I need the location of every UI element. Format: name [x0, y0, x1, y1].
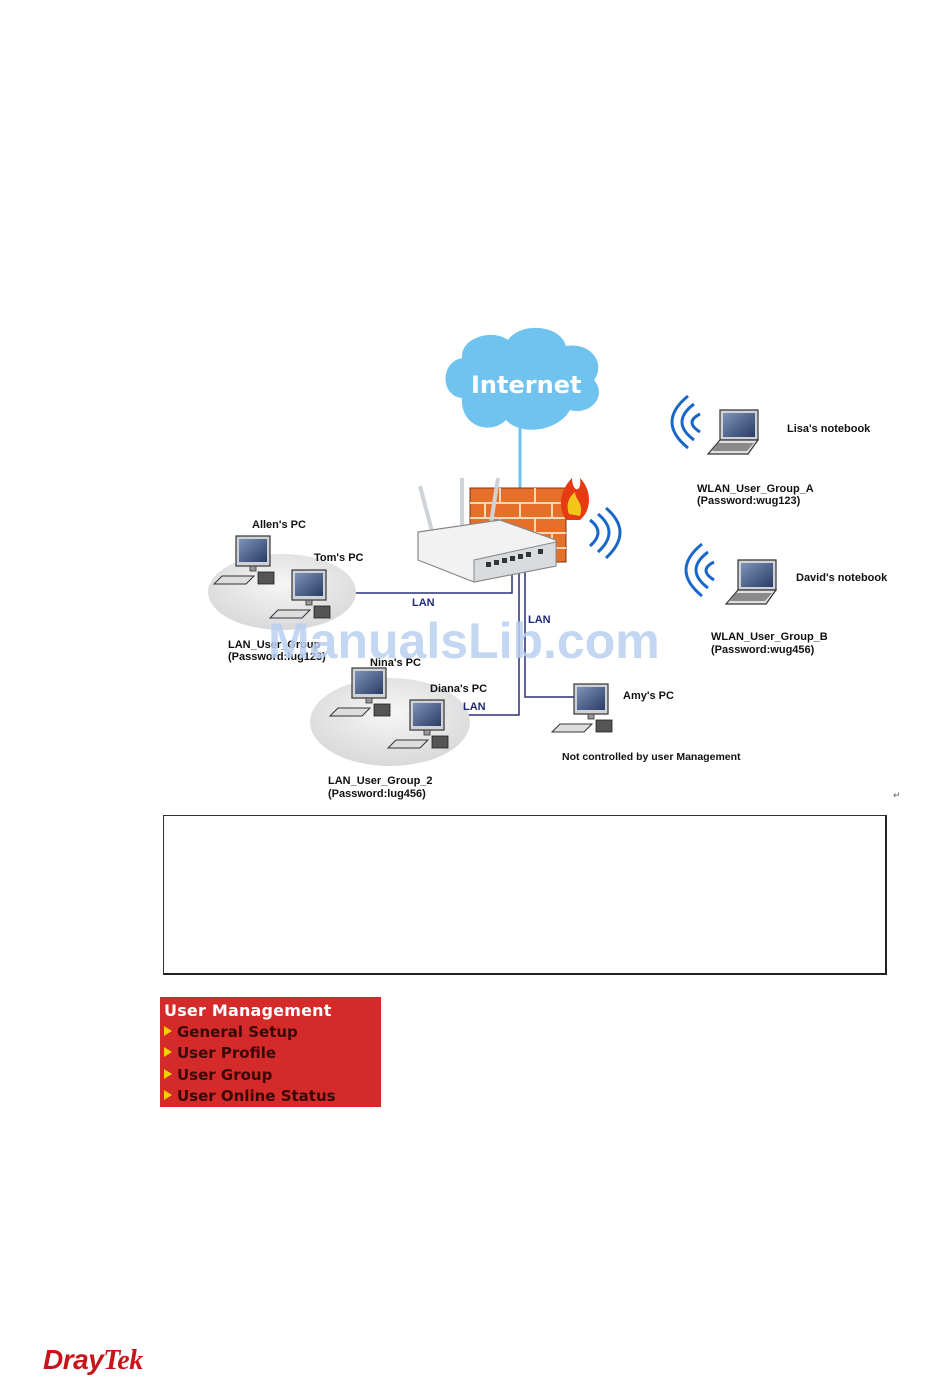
arrow-right-icon: [164, 1047, 172, 1057]
wlan-group-b-name: WLAN_User_Group_B: [711, 631, 828, 643]
internet-cloud: Internet: [445, 327, 599, 560]
wifi-waves: [588, 394, 715, 598]
amy-pc-label: Amy's PC: [623, 690, 674, 702]
lan-label-3: LAN: [463, 701, 486, 713]
lan-group-1-name: LAN_User_Group: [228, 639, 321, 651]
return-mark: ↵: [893, 791, 901, 801]
david-notebook-icon: [725, 559, 777, 605]
menu-item-user-profile[interactable]: User Profile: [164, 1044, 276, 1064]
menu-title: User Management: [164, 1001, 332, 1020]
arrow-right-icon: [164, 1069, 172, 1079]
tom-pc-label: Tom's PC: [314, 552, 364, 564]
nina-pc-label: Nina's PC: [370, 657, 421, 669]
david-notebook-label: David's notebook: [796, 572, 888, 584]
arrow-right-icon: [164, 1026, 172, 1036]
menu-item-user-group[interactable]: User Group: [164, 1066, 272, 1086]
arrow-right-icon: [164, 1090, 172, 1100]
lan-group-1-password: (Password:lug123): [228, 651, 326, 663]
lan-label-2: LAN: [528, 614, 551, 626]
wlan-group-a-password: (Password:wug123): [697, 495, 801, 507]
allen-pc-icon: [213, 535, 275, 585]
diana-pc-label: Diana's PC: [430, 683, 487, 695]
amy-pc-icon: [551, 683, 613, 733]
router-icon: [417, 477, 557, 583]
wlan-group-a-name: WLAN_User_Group_A: [697, 483, 814, 495]
user-management-menu: User Management General Setup User Profi…: [160, 997, 381, 1107]
network-diagram: Internet: [208, 327, 901, 801]
lan-label-1: LAN: [412, 597, 435, 609]
lan-group-2-password: (Password:lug456): [328, 788, 426, 800]
draytek-logo: DrayTek: [43, 1344, 143, 1376]
lisa-notebook-icon: [707, 409, 759, 455]
not-controlled-label: Not controlled by user Management: [562, 751, 741, 763]
menu-item-general-setup[interactable]: General Setup: [164, 1023, 298, 1043]
watermark: ManualsLib.com: [268, 613, 660, 669]
lisa-notebook-label: Lisa's notebook: [787, 423, 871, 435]
wlan-group-b-password: (Password:wug456): [711, 644, 815, 656]
lan-group-2-name: LAN_User_Group_2: [328, 775, 433, 787]
menu-item-user-online-status[interactable]: User Online Status: [164, 1087, 336, 1107]
allen-pc-label: Allen's PC: [252, 519, 306, 531]
content-box: [163, 815, 887, 975]
internet-label: Internet: [471, 371, 581, 399]
